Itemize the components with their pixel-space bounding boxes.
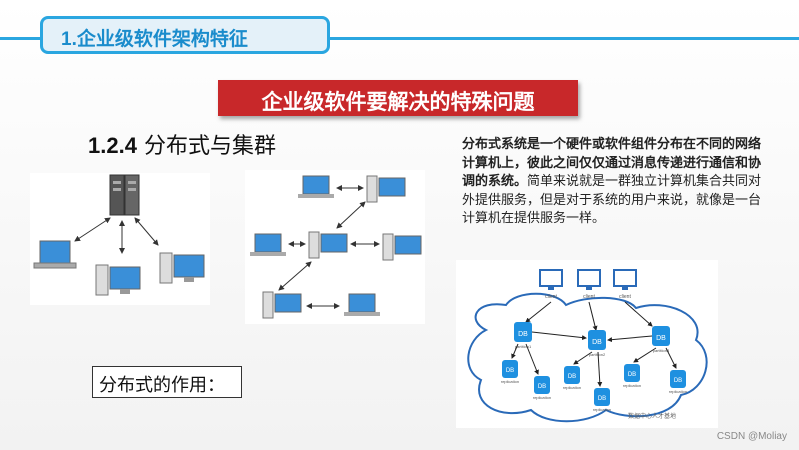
description-bold: 分布式系统是一个硬件或软件组件分布在不同的网络计算机上，彼此之间仅仅通过消息传递… [462, 136, 762, 188]
subsection-heading: 1.2.4 分布式与集群 [88, 128, 276, 160]
db-replica-icon: DB replication [533, 376, 551, 400]
replication-label: replication [669, 389, 687, 394]
desktop-icon [382, 233, 422, 261]
desktop-icon [262, 291, 302, 319]
desktop-icon [366, 175, 406, 203]
server-icon [109, 174, 140, 216]
centralized-diagram [30, 173, 210, 305]
db-replica-icon: DB replication [623, 364, 641, 388]
subsection-title: 分布式与集群 [143, 134, 276, 159]
partition-label: partition3 [653, 348, 670, 353]
laptop-icon [250, 233, 286, 256]
db-label: DB [592, 339, 602, 346]
source-note: 数据中心人才基地 [628, 412, 676, 420]
db-label: DB [568, 374, 576, 380]
db-replica-icon: DB replication [501, 360, 519, 384]
client-monitor-icon: client [539, 269, 563, 300]
client-label: client [583, 294, 595, 300]
problem-banner: 企业级软件要解决的特殊问题 [218, 80, 578, 116]
watermark: CSDN @Moliay [716, 431, 787, 442]
description-normal: 简单来说就是一群独立计算机集合共同对外提供服务，但是对于系统的用户来说，就像是一… [462, 173, 762, 225]
client-monitor-icon: client [577, 269, 601, 300]
description-text: 分布式系统是一个硬件或软件组件分布在不同的网络计算机上，彼此之间仅仅通过消息传递… [462, 135, 762, 228]
db-label: DB [538, 384, 546, 390]
role-heading: 分布式的作用： [99, 375, 225, 396]
db-label: DB [656, 335, 666, 342]
desktop-icon [159, 252, 205, 284]
banner-text: 企业级软件要解决的特殊问题 [261, 89, 535, 114]
db-partition-icon: DB partition2 [588, 330, 606, 357]
client-monitor-icon: client [613, 269, 637, 300]
section-title-box: 1.企业级软件架构特征 [40, 16, 330, 54]
db-replica-icon: DB replication [563, 366, 581, 390]
cluster-db-diagram: client client client DB partition1 DB pa… [456, 260, 718, 428]
db-partition-icon: DB partition1 [514, 322, 532, 349]
subsection-number: 1.2.4 [88, 133, 137, 158]
db-replica-icon: DB replication [669, 370, 687, 394]
db-label: DB [518, 331, 528, 338]
db-partition-icon: DB partition3 [652, 326, 670, 353]
db-label: DB [598, 396, 606, 402]
partition-label: partition1 [515, 344, 532, 349]
replication-label: replication [533, 395, 551, 400]
laptop-icon [298, 175, 334, 198]
client-label: client [545, 294, 557, 300]
replication-label: replication [563, 385, 581, 390]
db-label: DB [506, 368, 514, 374]
client-label: client [619, 294, 631, 300]
replication-label: replication [593, 407, 611, 412]
db-replica-icon: DB replication [593, 388, 611, 412]
laptop-icon [33, 240, 77, 269]
distributed-network-diagram [245, 170, 425, 324]
partition-label: partition2 [589, 352, 606, 357]
desktop-icon [308, 231, 348, 259]
replication-label: replication [623, 383, 641, 388]
role-heading-box: 分布式的作用： [92, 366, 242, 398]
section-title: 1.企业级软件架构特征 [61, 29, 248, 50]
db-label: DB [628, 372, 636, 378]
laptop-icon [344, 293, 380, 316]
db-label: DB [674, 378, 682, 384]
replication-label: replication [501, 379, 519, 384]
header-rule [0, 37, 799, 40]
desktop-icon [95, 264, 141, 296]
